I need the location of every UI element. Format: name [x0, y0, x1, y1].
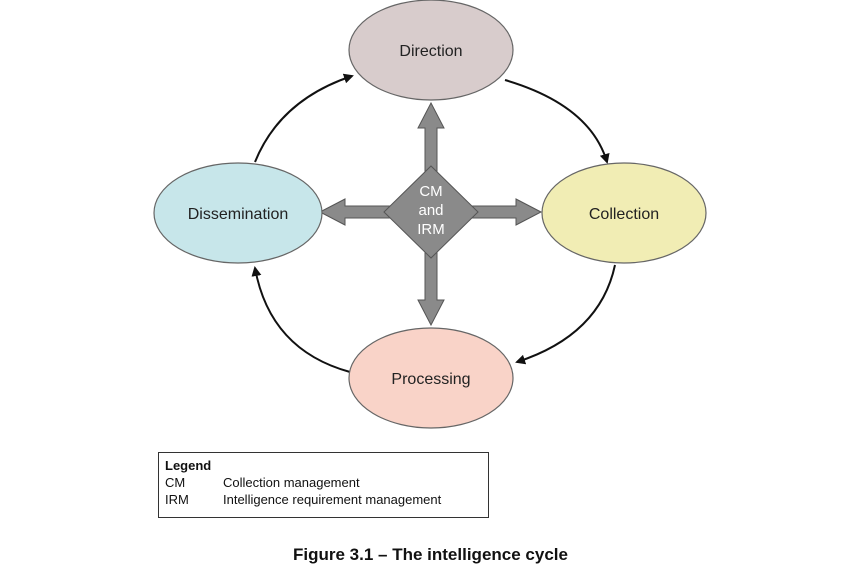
legend-text: Intelligence requirement management — [223, 492, 442, 507]
collection-label: Collection — [589, 206, 659, 223]
right-arrow — [469, 198, 543, 226]
hub-label-line2: and — [418, 202, 443, 219]
down-arrow — [417, 251, 445, 327]
hub-arrows — [318, 101, 543, 327]
legend-box: Legend CM Collection management IRM Inte… — [158, 452, 489, 518]
legend-abbr: CM — [165, 475, 186, 490]
collection-node — [541, 162, 707, 264]
processing-node — [348, 327, 514, 429]
hub-label-line1: CM — [419, 183, 442, 200]
direction-label: Direction — [399, 43, 462, 60]
arc-dissemination-to-direction — [254, 73, 354, 163]
legend-row-irm: IRM Intelligence requirement management — [165, 491, 482, 508]
legend-row-cm: CM Collection management — [165, 474, 482, 491]
arc-processing-to-dissemination — [251, 266, 351, 373]
arc-direction-to-collection — [504, 79, 610, 164]
processing-label: Processing — [391, 371, 470, 388]
dissemination-node — [153, 162, 323, 264]
hub-diamond — [383, 165, 479, 259]
left-arrow — [318, 198, 393, 226]
direction-node — [348, 0, 514, 101]
legend-abbr: IRM — [165, 492, 189, 507]
legend-title: Legend — [165, 458, 212, 473]
hub-label-line3: IRM — [417, 221, 445, 238]
legend-text: Collection management — [223, 475, 360, 490]
arc-collection-to-processing — [515, 264, 616, 365]
dissemination-label: Dissemination — [188, 206, 288, 223]
up-arrow — [417, 101, 445, 177]
figure-caption: Figure 3.1 – The intelligence cycle — [293, 545, 568, 564]
